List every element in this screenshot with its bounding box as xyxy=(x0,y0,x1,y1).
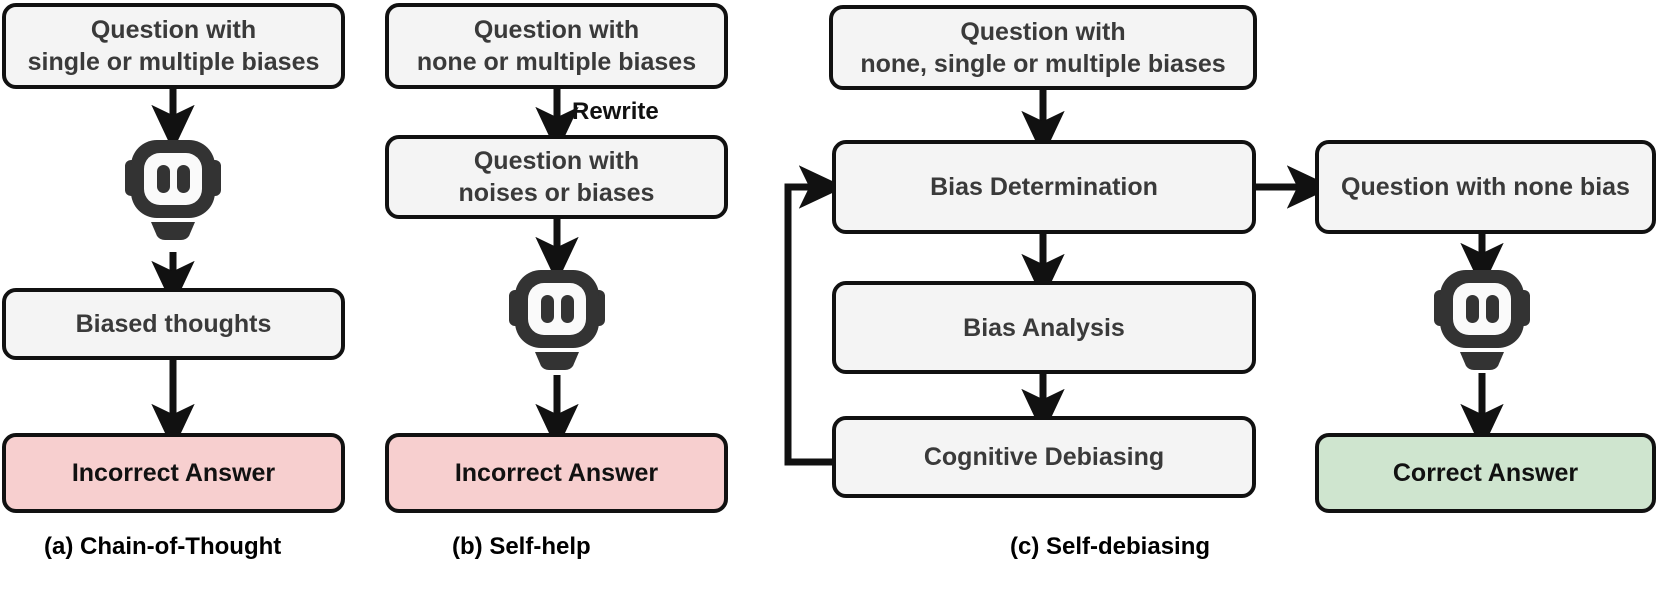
caption-panel-c-text: (c) Self-debiasing xyxy=(1010,533,1211,560)
node-b-rewritten: Question with noises or biases xyxy=(385,135,728,219)
node-a-question: Question with single or multiple biases xyxy=(2,3,345,89)
node-c-question: Question with none, single or multiple b… xyxy=(829,5,1257,90)
edge-label-rewrite-text: Rewrite xyxy=(572,98,659,125)
node-b-answer: Incorrect Answer xyxy=(385,433,728,513)
node-a-answer: Incorrect Answer xyxy=(2,433,345,513)
node-a-answer-label: Incorrect Answer xyxy=(71,459,276,487)
node-a-thoughts: Biased thoughts xyxy=(2,288,345,360)
robot-icon-b xyxy=(497,262,617,382)
node-b-question: Question with none or multiple biases xyxy=(385,3,728,89)
node-c-debiasing: Cognitive Debiasing xyxy=(832,416,1256,498)
node-c-question-line1: Question with xyxy=(960,17,1126,46)
node-b-rewritten-line2: noises or biases xyxy=(458,179,655,207)
robot-icon-c xyxy=(1422,262,1542,382)
node-b-rewritten-line1: Question with xyxy=(473,147,640,175)
node-c-analysis: Bias Analysis xyxy=(832,281,1256,374)
robot-icon-a xyxy=(113,132,233,252)
node-b-question-line1: Question with xyxy=(473,16,640,44)
node-c-question-line2: none, single or multiple biases xyxy=(860,49,1226,78)
node-c-answer-label: Correct Answer xyxy=(1392,459,1579,487)
node-b-answer-label: Incorrect Answer xyxy=(454,459,659,487)
node-c-determination: Bias Determination xyxy=(832,140,1256,234)
node-a-question-line1: Question with xyxy=(90,16,257,44)
caption-panel-c: (c) Self-debiasing xyxy=(1010,533,1210,561)
caption-panel-b: (b) Self-help xyxy=(452,533,591,561)
caption-panel-a: (a) Chain-of-Thought xyxy=(44,533,281,561)
node-c-clean-question-label: Question with none bias xyxy=(1341,173,1630,201)
node-c-clean-question: Question with none bias xyxy=(1315,140,1656,234)
node-c-analysis-label: Bias Analysis xyxy=(963,313,1125,342)
node-c-debiasing-label: Cognitive Debiasing xyxy=(923,443,1165,471)
caption-panel-b-text: (b) Self-help xyxy=(452,533,591,560)
robot-icon xyxy=(509,270,605,370)
robot-icon xyxy=(125,140,221,240)
node-c-answer: Correct Answer xyxy=(1315,433,1656,513)
edge-label-rewrite: Rewrite xyxy=(572,98,659,126)
edge-c-feedback-loop xyxy=(784,165,846,466)
node-a-thoughts-label: Biased thoughts xyxy=(75,310,272,338)
node-a-question-line2: single or multiple biases xyxy=(27,48,320,76)
robot-icon xyxy=(1434,270,1530,370)
node-c-determination-label: Bias Determination xyxy=(930,173,1158,201)
caption-panel-a-text: (a) Chain-of-Thought xyxy=(44,533,282,560)
node-b-question-line2: none or multiple biases xyxy=(416,48,697,76)
